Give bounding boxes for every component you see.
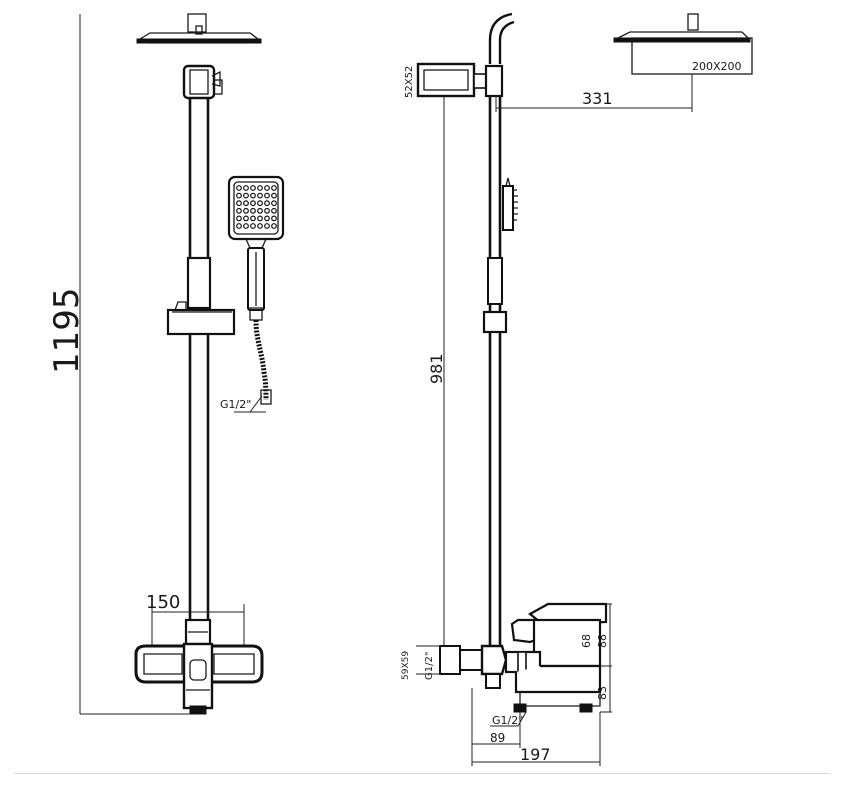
hand-shower <box>227 175 285 405</box>
nozzle-dot <box>264 207 270 214</box>
top-wall-bracket: 52X52 <box>404 62 504 98</box>
bath-mixer-side <box>504 602 608 713</box>
outlet-thread-callout: G1/2" <box>490 711 527 727</box>
nozzle-dot <box>243 215 249 222</box>
mixer-width-dimension: 150 <box>146 592 245 646</box>
rail-length-label: 981 <box>427 353 446 384</box>
hand-shower-side <box>502 177 518 231</box>
nozzle-dot <box>236 185 242 191</box>
nozzle-dot <box>236 215 242 222</box>
depth-dimensions: 89 197 <box>471 688 601 766</box>
front-view: 1195 <box>47 13 285 715</box>
nozzle-dot <box>271 192 277 199</box>
nozzle-dot <box>236 207 242 214</box>
spout-height-label: 68 <box>580 634 593 648</box>
bath-mixer-front <box>134 618 264 715</box>
body-height-lower-label: 83 <box>596 686 609 700</box>
overall-height-dimension: 1195 <box>47 14 200 715</box>
nozzle-dot <box>250 192 256 199</box>
bracket-size-label: 52X52 <box>404 66 415 98</box>
head-reach-label: 331 <box>582 89 613 108</box>
nozzle-dot <box>236 223 242 229</box>
outlet-thread-label: G1/2" <box>492 714 523 727</box>
shower-rail <box>186 98 212 620</box>
mixer-width-label: 150 <box>146 592 180 613</box>
overhead-pipe <box>488 12 513 64</box>
nozzle-dot <box>250 200 256 207</box>
nozzle-dot <box>250 185 256 191</box>
nozzle-dot <box>257 200 263 207</box>
nozzle-dot <box>271 200 277 207</box>
hand-shower-nozzles <box>236 185 277 229</box>
nozzle-dot <box>257 207 263 214</box>
nozzle-dot <box>243 192 249 199</box>
side-view: 52X52 200X200 331 <box>401 12 753 766</box>
rain-shower-head <box>136 13 262 44</box>
nozzle-dot <box>264 185 270 191</box>
nozzle-dot <box>250 207 256 214</box>
wall-connector: 59X59 G1/2" <box>401 644 508 689</box>
hose-thread-callout: G1/2" <box>220 395 266 413</box>
nozzle-dot <box>257 185 263 191</box>
top-diverter <box>182 64 223 100</box>
nozzle-dot <box>257 215 263 222</box>
wall-offset-label: 89 <box>490 731 505 745</box>
side-rail <box>482 96 508 660</box>
nozzle-dot <box>257 192 263 199</box>
nozzle-dot <box>250 215 256 222</box>
connector-size-label: 59X59 <box>401 651 411 680</box>
body-height-upper-label: 88 <box>596 634 609 648</box>
nozzle-dot <box>264 215 270 222</box>
overall-height-label: 1195 <box>47 287 87 374</box>
nozzle-dot <box>271 207 277 214</box>
nozzle-dot <box>236 200 242 207</box>
nozzle-dot <box>250 223 256 229</box>
nozzle-dot <box>243 223 249 229</box>
bottom-divider <box>14 773 830 774</box>
nozzle-dot <box>243 200 249 207</box>
nozzle-dot <box>236 192 242 199</box>
nozzle-dot <box>243 207 249 214</box>
head-size-label: 200X200 <box>692 60 742 73</box>
hose-thread-label: G1/2" <box>220 398 251 411</box>
mixer-height-dimensions: 68 88 83 <box>580 603 612 713</box>
nozzle-dot <box>271 215 277 222</box>
inlet-thread-label: G1/2" <box>424 652 435 680</box>
nozzle-dot <box>271 223 277 229</box>
head-reach-dimension: 331 <box>495 74 693 112</box>
nozzle-dot <box>264 223 270 229</box>
rail-length-dimension: 981 <box>427 96 446 648</box>
nozzle-dot <box>271 185 277 191</box>
nozzle-dot <box>243 185 249 191</box>
slide-holder <box>166 301 236 336</box>
head-side-view: 200X200 <box>613 13 753 75</box>
nozzle-dot <box>264 192 270 199</box>
total-depth-label: 197 <box>520 745 551 764</box>
nozzle-dot <box>257 223 263 229</box>
nozzle-dot <box>264 200 270 207</box>
